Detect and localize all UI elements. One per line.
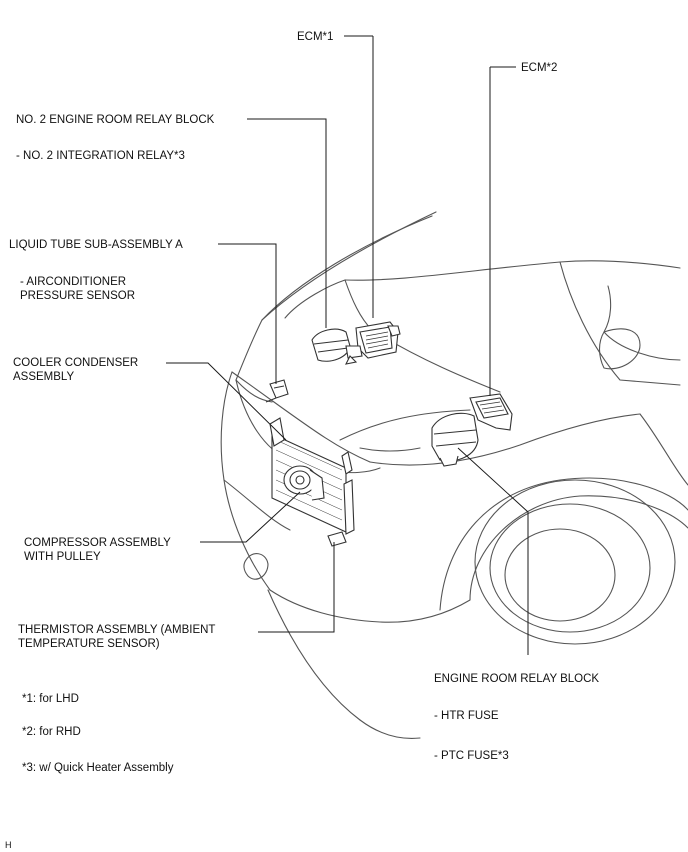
leader-compressor	[200, 491, 301, 543]
ecm1-module-drawing	[355, 321, 401, 359]
label-compressor-line2: WITH PULLEY	[24, 551, 101, 563]
label-engine-room-relay-block: ENGINE ROOM RELAY BLOCK	[434, 673, 600, 685]
label-ac-pressure-sensor-line2: PRESSURE SENSOR	[20, 290, 136, 302]
footnote-quick-heater: *3: w/ Quick Heater Assembly	[22, 762, 174, 774]
label-liquid-tube: LIQUID TUBE SUB-ASSEMBLY A	[9, 239, 183, 251]
footnote-rhd: *2: for RHD	[22, 726, 81, 738]
thermistor-drawing	[327, 531, 347, 547]
label-no2-integration-relay: - NO. 2 INTEGRATION RELAY*3	[16, 150, 185, 162]
ecm2-module-drawing	[469, 393, 513, 431]
vehicle-body-outline	[220, 211, 688, 739]
no2-relay-block-drawing	[311, 328, 363, 365]
label-compressor-line1: COMPRESSOR ASSEMBLY	[24, 537, 171, 549]
footnote-lhd: *1: for LHD	[22, 693, 79, 705]
compressor-drawing	[283, 465, 325, 501]
label-ecm1: ECM*1	[297, 31, 334, 43]
leader-no2-relay-block	[247, 118, 327, 328]
leader-cooler-condenser	[166, 362, 287, 441]
label-ecm2: ECM*2	[521, 62, 558, 74]
label-ac-pressure-sensor-line1: - AIRCONDITIONER	[20, 276, 127, 288]
label-cooler-condenser-line2: ASSEMBLY	[13, 371, 75, 383]
leader-lines	[166, 35, 529, 655]
leader-thermistor	[258, 542, 335, 633]
label-thermistor-line1: THERMISTOR ASSEMBLY (AMBIENT	[18, 624, 216, 636]
label-ptc-fuse: - PTC FUSE*3	[434, 750, 509, 762]
label-htr-fuse: - HTR FUSE	[434, 710, 499, 722]
label-thermistor-line2: TEMPERATURE SENSOR)	[18, 638, 160, 650]
engine-room-relay-block-drawing	[431, 412, 479, 467]
leader-liquid-tube	[218, 243, 277, 384]
label-no2-engine-room-relay-block: NO. 2 ENGINE ROOM RELAY BLOCK	[16, 114, 215, 126]
liquid-tube-drawing	[265, 379, 289, 403]
leader-engine-room-relay-block	[457, 447, 529, 655]
corner-mark: H	[5, 840, 12, 850]
label-cooler-condenser-line1: COOLER CONDENSER	[13, 357, 139, 369]
